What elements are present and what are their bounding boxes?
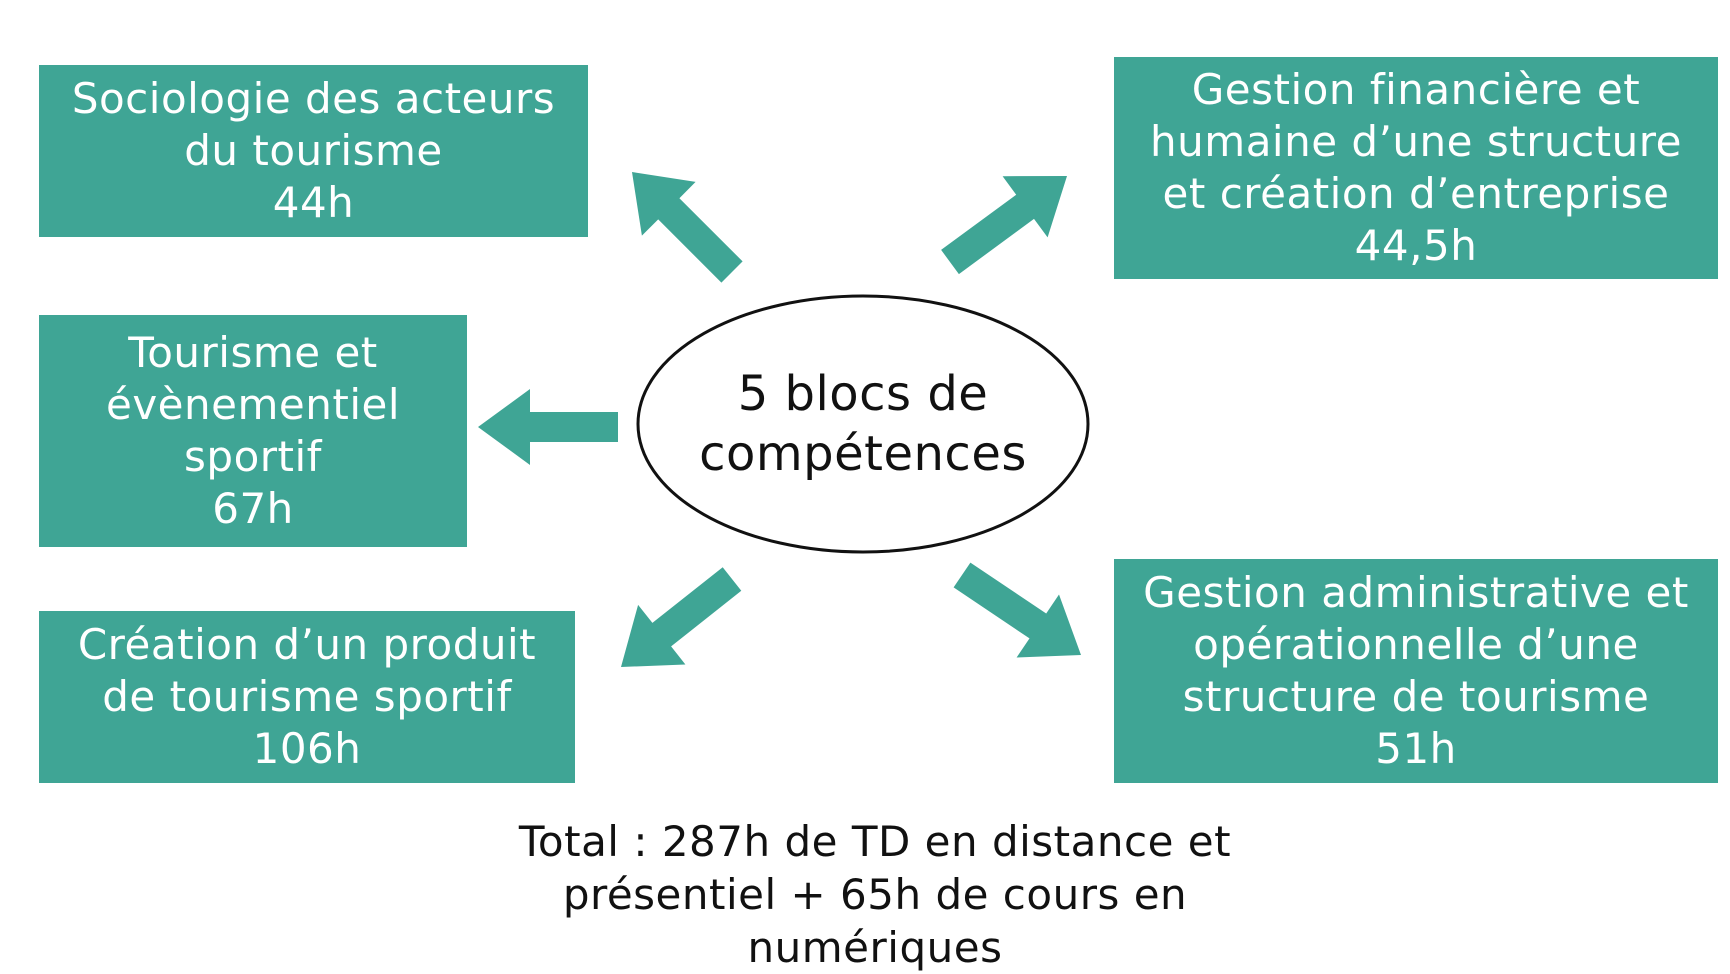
block-gestion-financiere-line-1: Gestion financière et (1191, 65, 1641, 114)
center-label-line-2: compétences (699, 426, 1027, 482)
block-gestion-financiere-hours: 44,5h (1354, 221, 1478, 270)
arrow-to-sociologie (632, 172, 743, 283)
block-tourisme-evenementiel: Tourisme et évènementiel sportif 67h (39, 315, 467, 547)
block-gestion-financiere-line-3: et création d’entreprise (1162, 169, 1670, 218)
block-creation-produit-line-1: Création d’un produit (77, 620, 537, 669)
total-note: Total : 287h de TD en distance et présen… (440, 815, 1310, 974)
total-note-line-1: Total : 287h de TD en distance et (518, 817, 1232, 866)
block-tourisme-evenementiel-line-1: Tourisme et (128, 328, 378, 377)
block-gestion-administrative-hours: 51h (1375, 724, 1457, 773)
block-gestion-financiere: Gestion financière et humaine d’une stru… (1114, 57, 1718, 279)
block-creation-produit-line-2: de tourisme sportif (102, 672, 512, 721)
block-gestion-financiere-line-2: humaine d’une structure (1150, 117, 1682, 166)
total-note-line-2: présentiel + 65h de cours en (562, 870, 1188, 919)
total-note-line-3: numériques (747, 923, 1003, 972)
center-label: 5 blocs de compétences (638, 296, 1088, 552)
center-ellipse (636, 294, 1090, 554)
block-creation-produit: Création d’un produit de tourisme sporti… (39, 611, 575, 783)
block-tourisme-evenementiel-line-2: évènementiel (105, 380, 400, 429)
arrow-to-creation-produit (621, 567, 742, 667)
arrow-to-gestion-administrative (953, 562, 1081, 658)
block-gestion-administrative-line-2: opérationnelle d’une (1193, 620, 1639, 669)
block-sociologie-line-1: Sociologie des acteurs (71, 74, 556, 123)
center-label-line-1: 5 blocs de (737, 366, 989, 422)
arrow-to-gestion-financiere (941, 176, 1067, 275)
block-gestion-administrative-line-1: Gestion administrative et (1143, 568, 1689, 617)
arrow-to-tourisme-evenementiel (478, 389, 618, 465)
block-tourisme-evenementiel-hours: 67h (212, 484, 294, 533)
block-creation-produit-hours: 106h (252, 724, 362, 773)
block-sociologie-line-2: du tourisme (184, 126, 443, 175)
block-sociologie-hours: 44h (272, 178, 355, 227)
block-tourisme-evenementiel-line-3: sportif (184, 432, 322, 481)
block-gestion-administrative-line-3: structure de tourisme (1182, 672, 1650, 721)
block-sociologie: Sociologie des acteurs du tourisme 44h (39, 65, 588, 237)
block-gestion-administrative: Gestion administrative et opérationnelle… (1114, 559, 1718, 783)
